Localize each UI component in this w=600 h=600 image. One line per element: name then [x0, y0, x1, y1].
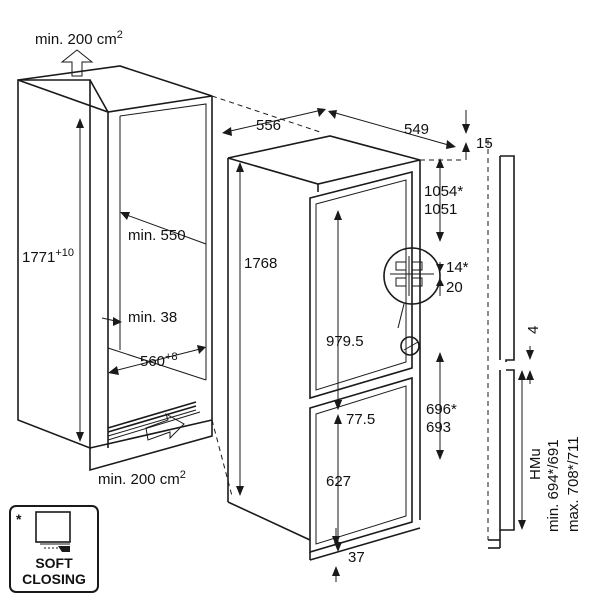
soft-closing-door-icon: [35, 511, 71, 552]
soft-closing-badge: * SOFT CLOSING: [9, 505, 99, 593]
soft-closing-line1: SOFT: [35, 555, 73, 571]
lower-door-label-b: 693: [426, 419, 451, 436]
door-gap-dimension: [334, 396, 342, 410]
hinge-label-a: 14*: [446, 259, 469, 276]
fridge-section-dimension: [334, 210, 342, 410]
upper-door-dimension: [436, 158, 444, 242]
soft-closing-line2: CLOSING: [22, 571, 86, 587]
niche-width-label: 560+8: [140, 351, 178, 370]
hmu-min-label: min. 694*/691: [545, 439, 562, 532]
niche-height-label: 1771+10: [22, 247, 74, 266]
side-clearance-label: min. 38: [128, 309, 177, 326]
hinge-dimension: [436, 262, 444, 296]
fridge-section-label: 979.5: [326, 333, 364, 350]
niche-width-dimension: [108, 345, 206, 375]
top-gap-dimension: [462, 110, 470, 160]
appliance-width-dimension: [328, 110, 456, 149]
appliance-depth-label: 556: [256, 117, 281, 134]
soft-closing-star: *: [16, 511, 22, 527]
niche-height-dimension: [76, 118, 84, 442]
door-gap-label: 77.5: [346, 411, 375, 428]
rail-gap-dimension: [526, 346, 534, 384]
bottom-gap-dimension: [332, 528, 340, 582]
top-vent-arrow-icon: [60, 49, 94, 77]
freezer-section-label: 627: [326, 473, 351, 490]
furniture-door-profile: [487, 140, 515, 549]
lower-door-dimension: [436, 352, 444, 460]
niche-cabinet: [17, 65, 213, 472]
side-clearance-dimension: [101, 317, 122, 326]
appliance-body: [227, 135, 421, 561]
appliance-depth-dimension: [222, 108, 326, 136]
lower-door-label-a: 696*: [426, 401, 457, 418]
appliance-height-dimension: [236, 162, 244, 496]
hmu-label: HMu: [527, 448, 544, 480]
niche-depth-dimension: [120, 212, 207, 245]
upper-door-label-a: 1054*: [424, 183, 463, 200]
top-gap-label: 15: [476, 135, 493, 152]
appliance-height-label: 1768: [244, 255, 277, 272]
niche-depth-label: min. 550: [128, 227, 186, 244]
bottom-gap-label: 37: [348, 549, 365, 566]
rail-gap-label: 4: [525, 326, 542, 334]
hmu-dimension: [518, 370, 526, 530]
upper-door-label-b: 1051: [424, 201, 457, 218]
hinge-detail: [383, 247, 441, 356]
vent-top-label: min. 200 cm2: [35, 29, 123, 48]
vent-bottom-label: min. 200 cm2: [98, 469, 186, 488]
bottom-vent-arrow-icon: [145, 412, 185, 441]
appliance-width-label: 549: [404, 121, 429, 138]
hmu-max-label: max. 708*/711: [565, 436, 582, 532]
hinge-label-b: 20: [446, 279, 463, 296]
